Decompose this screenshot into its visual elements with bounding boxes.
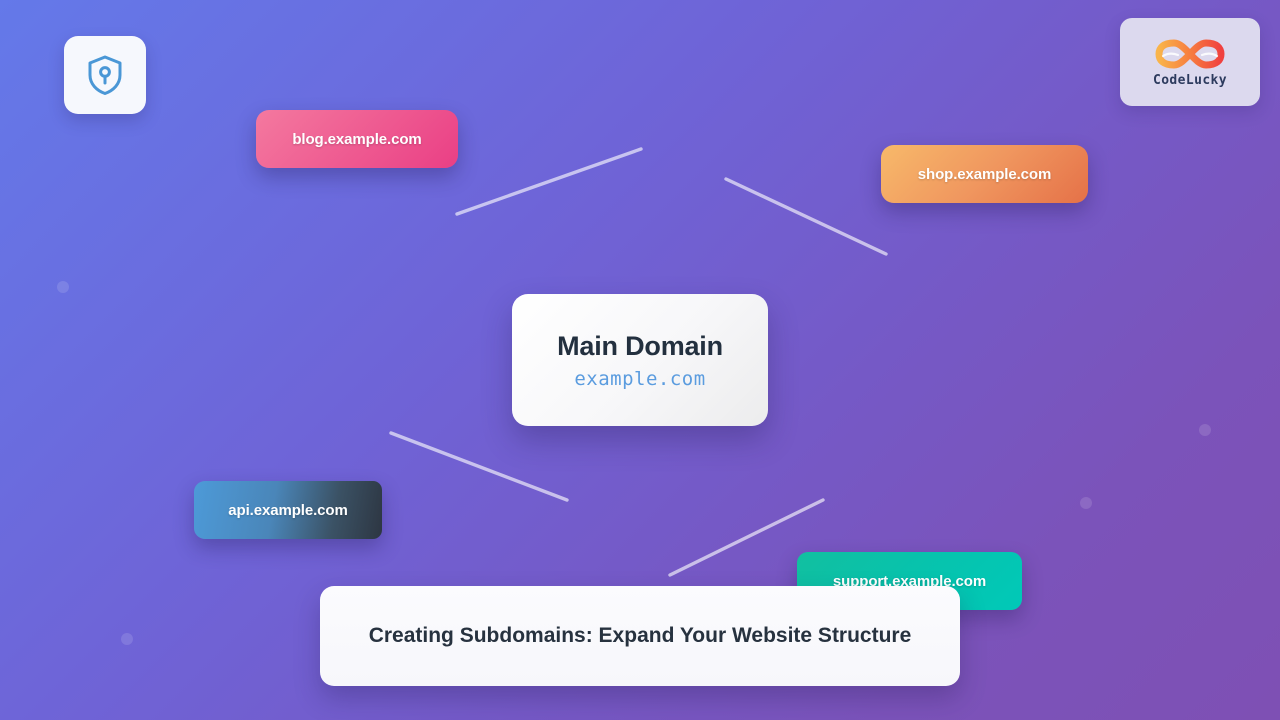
connector-line-blog <box>455 147 643 216</box>
subdomain-label: api.example.com <box>228 501 348 519</box>
subdomain-label: shop.example.com <box>917 165 1052 183</box>
decor-dot <box>57 281 69 293</box>
page-title: Creating Subdomains: Expand Your Website… <box>368 624 912 648</box>
decor-dot <box>1199 424 1211 436</box>
decor-dot <box>1080 497 1092 509</box>
brand-name: CodeLucky <box>1152 72 1228 88</box>
main-domain-url: example.com <box>574 367 706 390</box>
subdomain-card-api[interactable]: api.example.com <box>194 481 382 539</box>
subdomain-label: blog.example.com <box>292 130 422 148</box>
decor-dot <box>121 633 133 645</box>
brand-logo-card: CodeLucky <box>1120 18 1260 106</box>
subdomain-card-blog[interactable]: blog.example.com <box>256 110 458 168</box>
main-domain-title: Main Domain <box>557 330 723 361</box>
connector-line-api <box>389 431 569 502</box>
main-domain-card: Main Domain example.com <box>512 294 768 426</box>
subdomain-card-shop[interactable]: shop.example.com <box>881 145 1088 203</box>
shield-keyhole-icon <box>84 53 126 97</box>
connector-line-shop <box>724 177 888 256</box>
page-title-card: Creating Subdomains: Expand Your Website… <box>320 586 960 686</box>
infinity-loop-icon <box>1154 37 1226 71</box>
subdomain-label: support.example.com <box>832 572 987 590</box>
security-shield-badge <box>64 36 146 114</box>
